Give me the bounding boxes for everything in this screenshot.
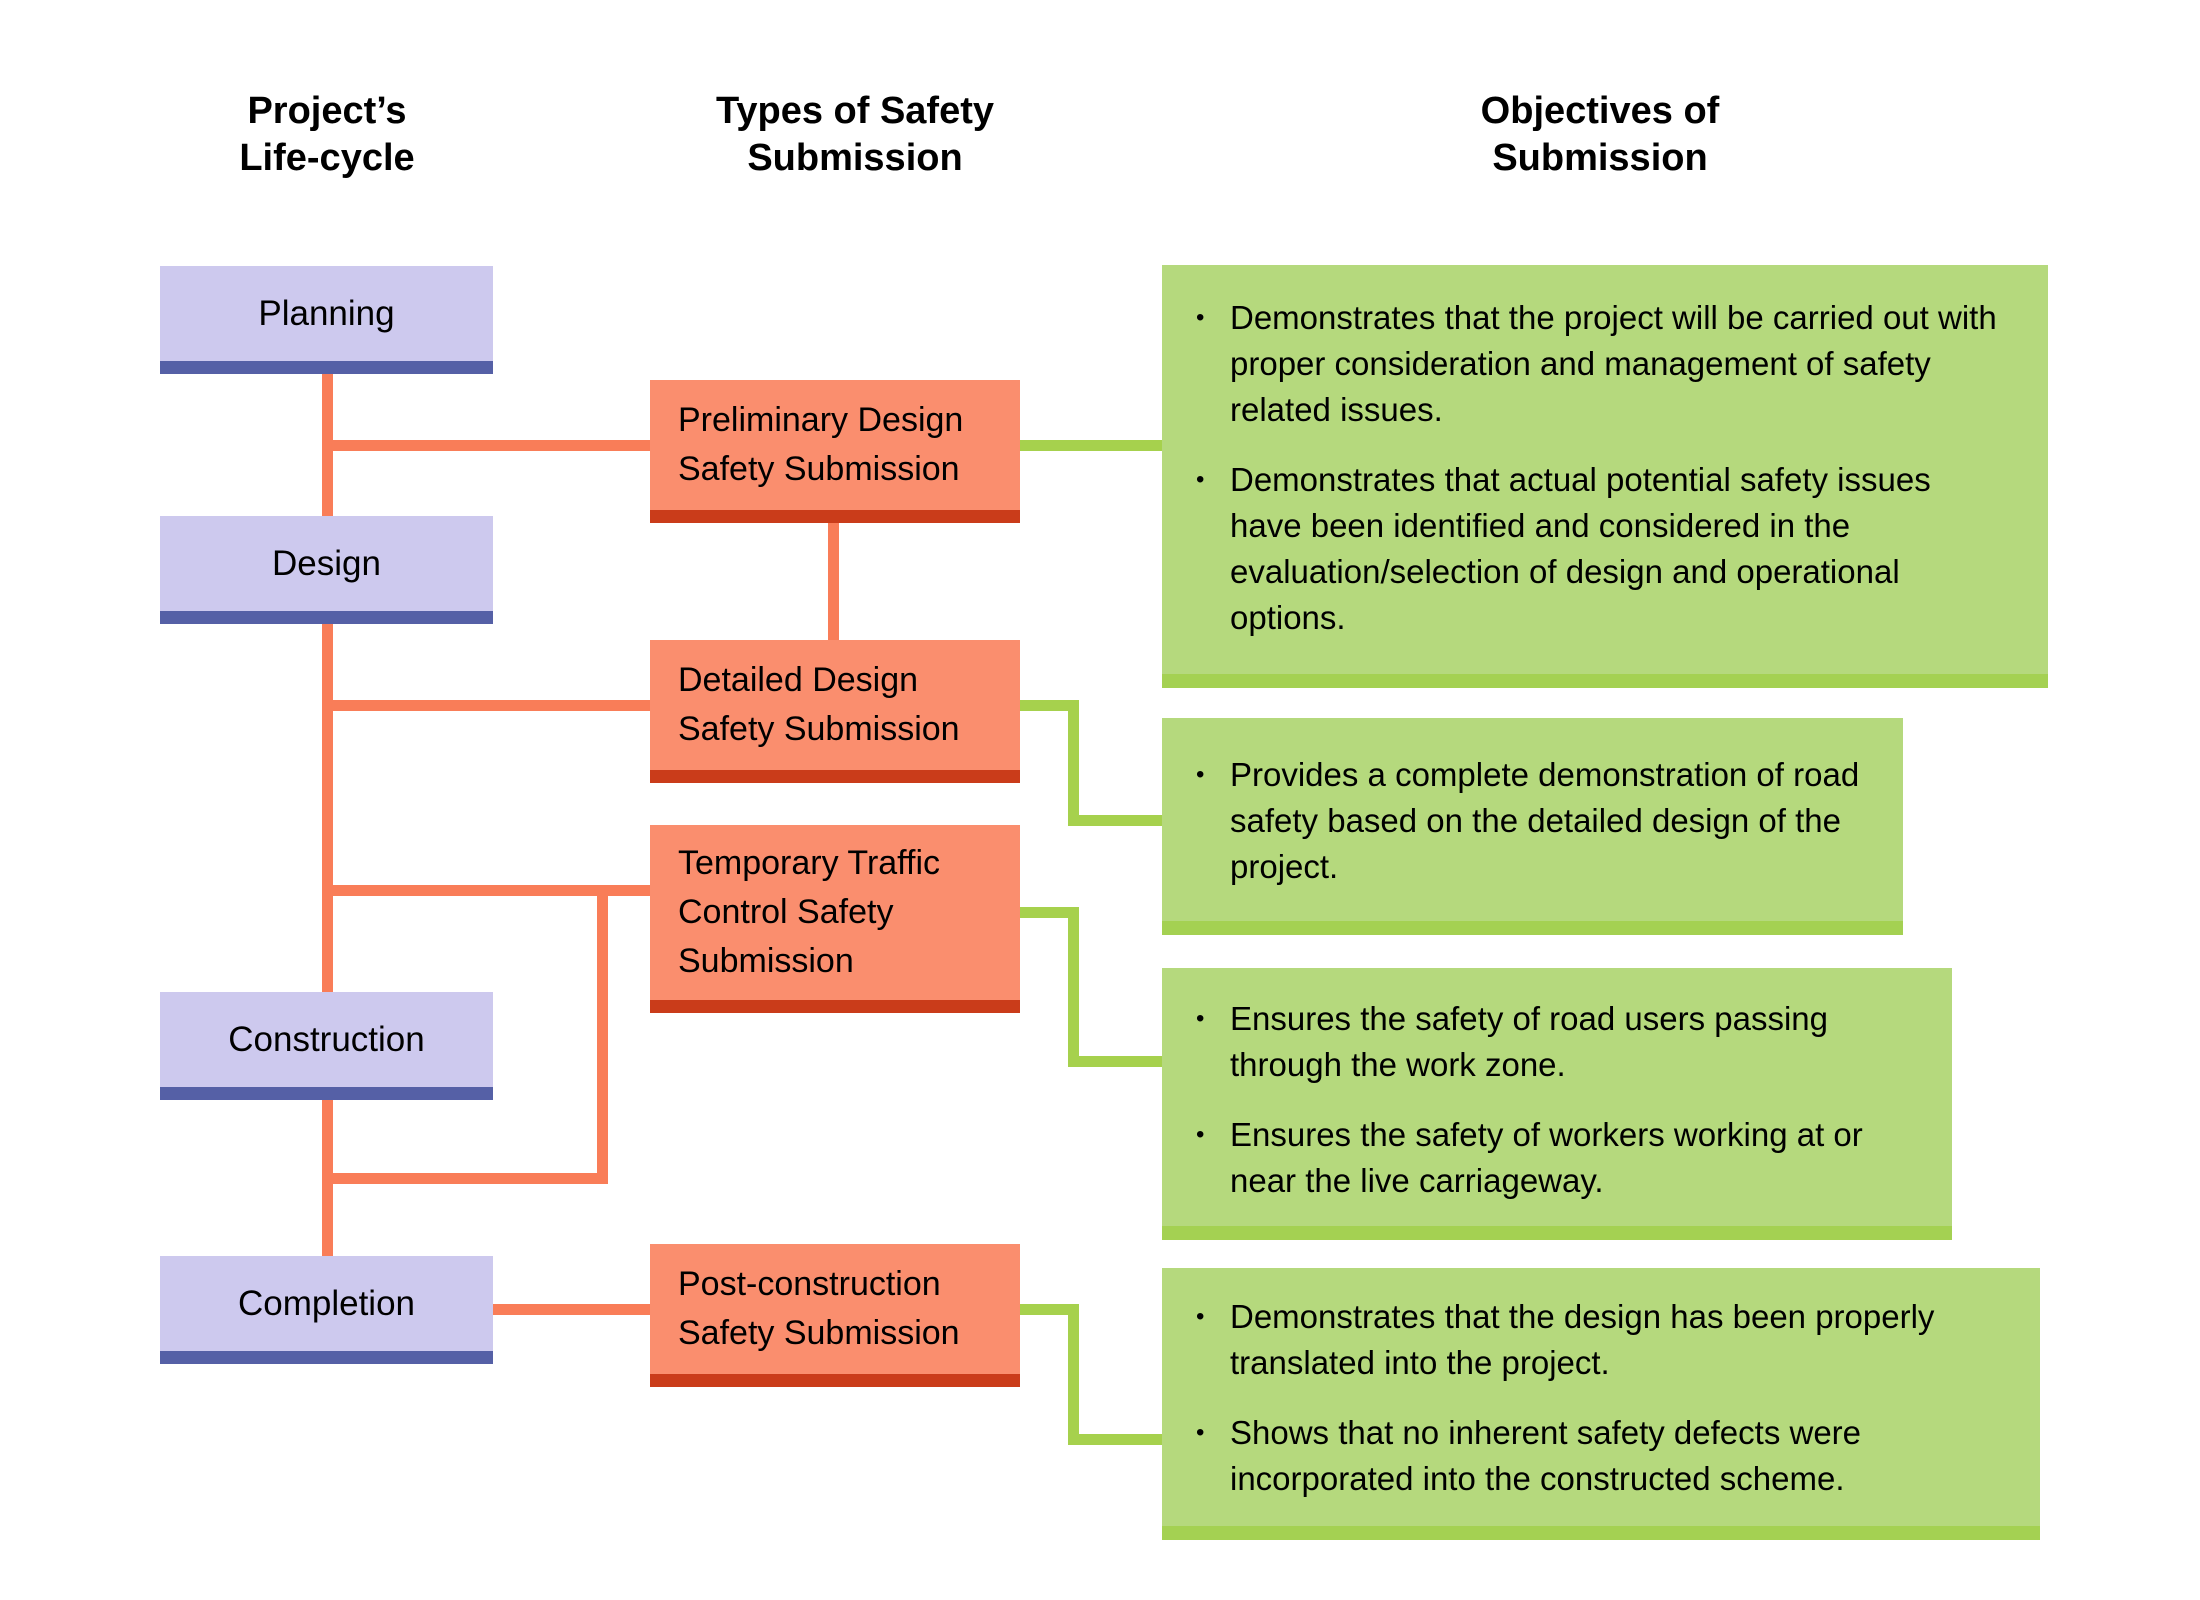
submission-label-temporary-traffic-control: Temporary Traffic Control Safety Submiss… [678, 844, 941, 980]
column-header-objectives: Objectives of Submission [1480, 90, 1720, 179]
connector-post-to-objective-4-entry [1068, 1434, 1162, 1445]
connector-completion-to-post [493, 1304, 650, 1315]
objective-box-3: • Ensures the safety of road users passi… [1162, 968, 1952, 1240]
bullet-item: • Ensures the safety of workers working … [1196, 1112, 1926, 1204]
connector-temporary-to-objective-3-vertical [1068, 907, 1079, 1067]
connector-preliminary-to-objective-1 [1020, 440, 1162, 451]
bullet-icon: • [1196, 304, 1205, 331]
objective-text: Ensures the safety of workers working at… [1230, 1116, 1863, 1199]
objective-box-4: • Demonstrates that the design has been … [1162, 1268, 2040, 1540]
connector-temporary-to-objective-3-stub [1020, 907, 1079, 918]
submission-box-temporary-traffic-control: Temporary Traffic Control Safety Submiss… [650, 825, 1020, 1013]
connector-detailed-to-objective-2-entry [1068, 815, 1162, 826]
submission-box-preliminary-design: Preliminary Design Safety Submission [650, 380, 1020, 523]
objective-text: Demonstrates that actual potential safet… [1230, 461, 1931, 636]
submission-label-preliminary-design: Preliminary Design Safety Submission [678, 401, 964, 488]
bullet-item: • Demonstrates that the project will be … [1196, 295, 2004, 433]
bullet-icon: • [1196, 1005, 1205, 1032]
stage-label-planning: Planning [258, 293, 395, 333]
column-header-lifecycle: Project’s Life-cycle [239, 90, 415, 179]
connector-preliminary-to-detailed [828, 523, 839, 640]
objective-box-2: • Provides a complete demonstration of r… [1162, 718, 1903, 935]
connector-detailed-to-objective-2-stub [1020, 700, 1079, 711]
objective-text: Shows that no inherent safety defects we… [1230, 1414, 1862, 1497]
submission-box-detailed-design: Detailed Design Safety Submission [650, 640, 1020, 783]
connector-detailed-to-objective-2-vertical [1068, 700, 1079, 826]
objective-text: Demonstrates that the project will be ca… [1230, 299, 1997, 428]
submission-label-post-construction: Post-construction Safety Submission [678, 1265, 960, 1352]
objective-box-1: • Demonstrates that the project will be … [1162, 265, 2048, 688]
objective-text: Provides a complete demonstration of roa… [1230, 756, 1860, 885]
connector-post-to-objective-4-vertical [1068, 1304, 1079, 1445]
connector-lifecycle-spine [322, 374, 333, 1256]
column-header-submission-types: Types of Safety Submission [715, 90, 995, 179]
connector-post-to-objective-4-stub [1020, 1304, 1079, 1315]
connector-spine-to-preliminary [322, 440, 650, 451]
objective-text: Demonstrates that the design has been pr… [1230, 1298, 1935, 1381]
stage-box-completion: Completion [160, 1256, 493, 1364]
connector-construction-bypass-return [322, 1173, 608, 1184]
bullet-item: • Demonstrates that the design has been … [1196, 1294, 2000, 1386]
stage-label-completion: Completion [237, 1283, 416, 1323]
bullet-icon: • [1196, 1419, 1205, 1446]
connector-spine-to-detailed [322, 700, 650, 711]
bullet-icon: • [1196, 1303, 1205, 1330]
stage-box-design: Design [160, 516, 493, 624]
submission-label-detailed-design: Detailed Design Safety Submission [678, 661, 960, 748]
submission-box-post-construction: Post-construction Safety Submission [650, 1244, 1020, 1387]
objective-text: Ensures the safety of road users passing… [1230, 1000, 1828, 1083]
connector-temporary-to-objective-3-entry [1068, 1056, 1162, 1067]
stage-label-construction: Construction [228, 1019, 425, 1059]
stage-box-planning: Planning [160, 266, 493, 374]
bullet-item: • Provides a complete demonstration of r… [1196, 752, 1877, 890]
stage-box-construction: Construction [160, 992, 493, 1100]
bullet-item: • Demonstrates that actual potential saf… [1196, 457, 2004, 641]
bullet-icon: • [1196, 1121, 1205, 1148]
bullet-item: • Shows that no inherent safety defects … [1196, 1410, 2000, 1502]
connector-spine-to-temporary [322, 885, 650, 896]
bullet-icon: • [1196, 761, 1205, 788]
connector-construction-bypass-vertical [597, 885, 608, 1184]
stage-label-design: Design [272, 543, 381, 583]
bullet-item: • Ensures the safety of road users passi… [1196, 996, 1926, 1088]
bullet-icon: • [1196, 466, 1205, 493]
